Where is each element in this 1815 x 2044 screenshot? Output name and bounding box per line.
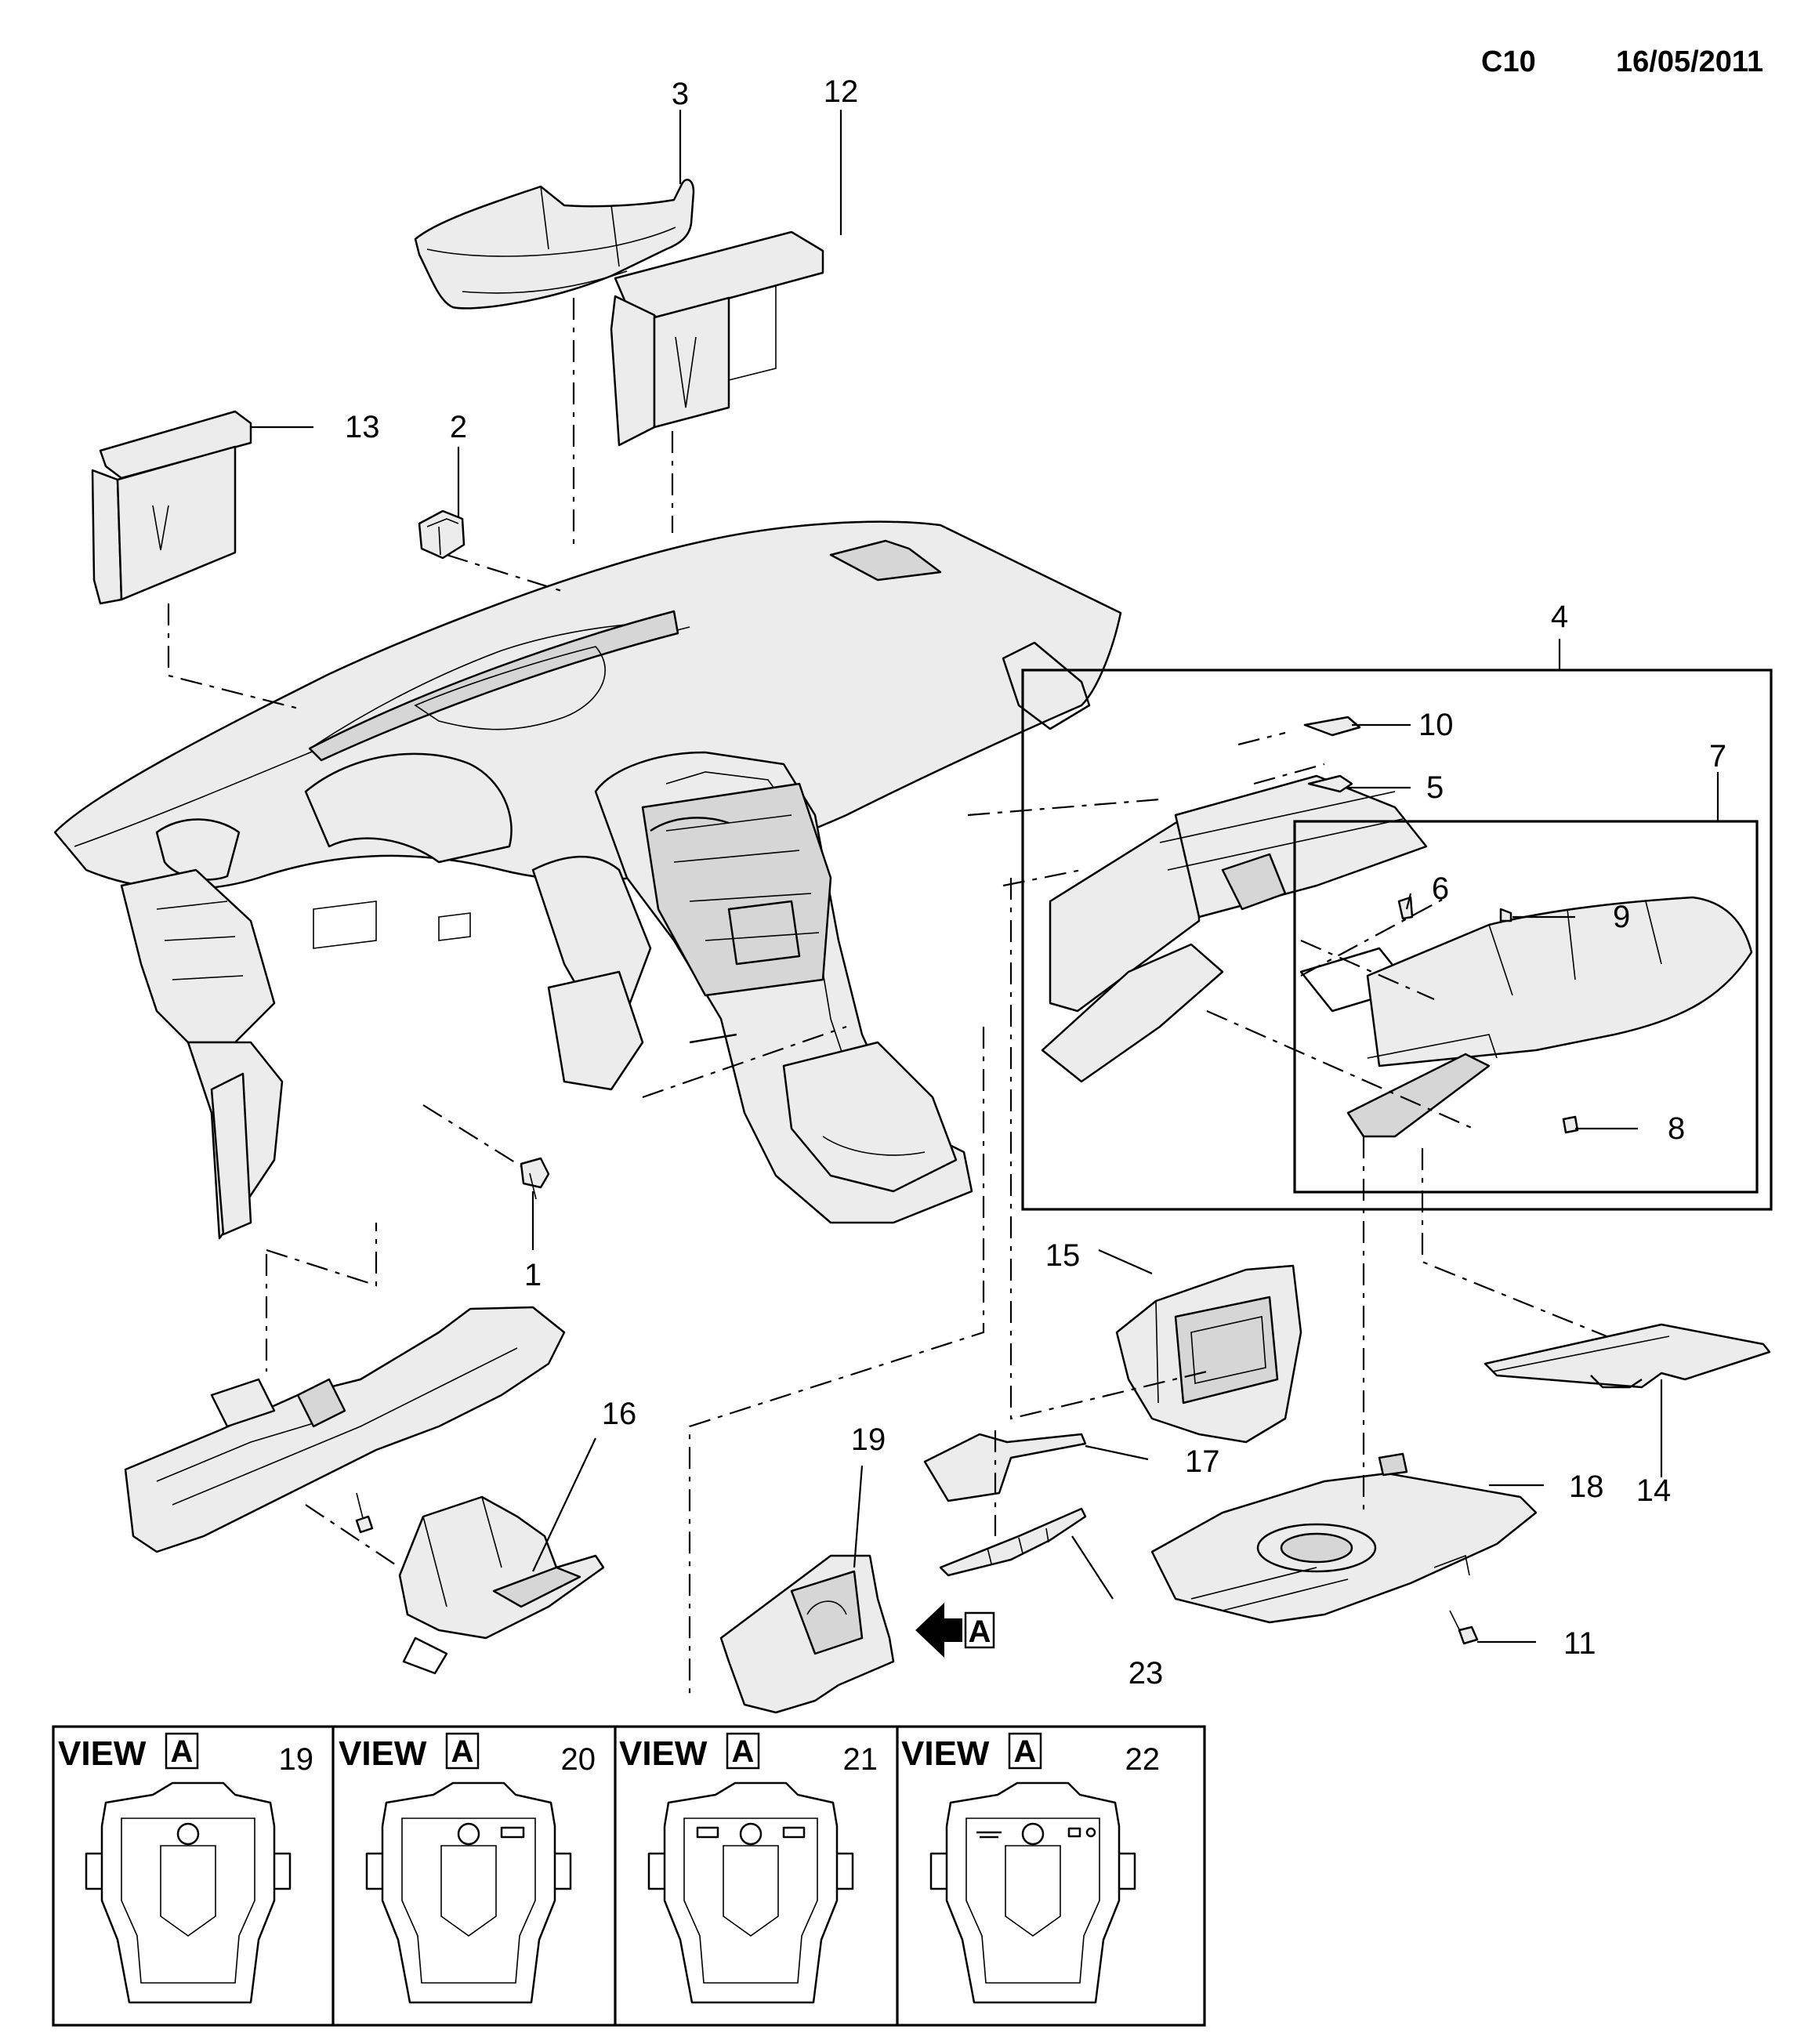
part-13-side-duct: [91, 410, 252, 605]
part-17-duct: [923, 1433, 1087, 1502]
view-panel-21: VIEW A 21: [619, 1732, 879, 2004]
callout-5: 5: [1426, 770, 1444, 805]
view-letter: A: [451, 1734, 474, 1769]
view-letter: A: [732, 1734, 755, 1769]
callout-8: 8: [1668, 1111, 1685, 1146]
callout-10: 10: [1418, 708, 1454, 742]
view-panel-22: VIEW A 22: [901, 1732, 1161, 2004]
part-4-glovebox-group: [1021, 669, 1773, 1211]
part-14-plate: [1484, 1323, 1771, 1389]
view-panels-frame: [52, 1725, 1206, 2027]
callout-13: 13: [345, 410, 380, 444]
callout-6: 6: [1432, 872, 1449, 906]
part-1-bolt: [520, 1157, 550, 1200]
view-number: 19: [279, 1742, 314, 1777]
view-a-letter: A: [969, 1615, 991, 1649]
part-3-tray: [414, 179, 695, 310]
callout-18: 18: [1569, 1470, 1604, 1504]
callout-15: 15: [1045, 1238, 1081, 1273]
view-a-arrow: A: [915, 1603, 995, 1658]
callout-2: 2: [450, 410, 467, 444]
callout-4: 4: [1551, 600, 1568, 634]
view-label: VIEW: [339, 1734, 427, 1773]
view-letter: A: [171, 1734, 194, 1769]
callout-12: 12: [824, 74, 859, 109]
callout-17: 17: [1185, 1444, 1220, 1479]
part-19-console: [719, 1554, 895, 1714]
view-label: VIEW: [901, 1734, 990, 1773]
view-number: 21: [843, 1742, 879, 1777]
callout-7: 7: [1709, 739, 1726, 774]
callout-11: 11: [1563, 1626, 1596, 1661]
part-16-knee-panel: [398, 1495, 605, 1675]
view-number: 22: [1125, 1742, 1161, 1777]
callout-1: 1: [524, 1258, 542, 1292]
part-11-screw: [1449, 1610, 1479, 1645]
view-panels: VIEW A 19 VIEW A 20: [52, 1725, 1206, 2027]
view-panel-19: VIEW A 19: [58, 1732, 314, 2004]
callouts: 3 12 13 2 4 10 5 7 6 9 8 1 15 16 19 17 1…: [345, 74, 1726, 1691]
part-2-clip: [418, 509, 466, 560]
dashboard-assembly: [53, 520, 1122, 1240]
diagram-date: 16/05/2011: [1616, 45, 1764, 78]
diagram-code: C10: [1481, 45, 1536, 78]
callout-3: 3: [672, 77, 689, 111]
leader-lines: [251, 110, 1719, 1644]
part-23-bracket: [939, 1507, 1087, 1577]
part-4-frame: [1021, 669, 1773, 1211]
view-label: VIEW: [58, 1734, 147, 1773]
callout-16: 16: [602, 1397, 637, 1431]
part-15-bezel: [1115, 1264, 1302, 1444]
view-label: VIEW: [619, 1734, 708, 1773]
callout-19: 19: [851, 1422, 886, 1457]
part-12-duct: [610, 230, 824, 447]
view-letter: A: [1014, 1734, 1037, 1769]
part-7-frame: [1293, 820, 1759, 1194]
callout-23: 23: [1128, 1656, 1164, 1691]
part-18-floor-tray: [1150, 1452, 1538, 1624]
view-number: 20: [561, 1742, 596, 1777]
callout-14: 14: [1636, 1473, 1672, 1508]
view-a-box: [964, 1611, 995, 1649]
callout-9: 9: [1613, 900, 1630, 934]
steering-bracket: [124, 1306, 566, 1553]
assembly-lines: [167, 298, 1607, 1701]
view-panel-20: VIEW A 20: [339, 1732, 596, 2004]
